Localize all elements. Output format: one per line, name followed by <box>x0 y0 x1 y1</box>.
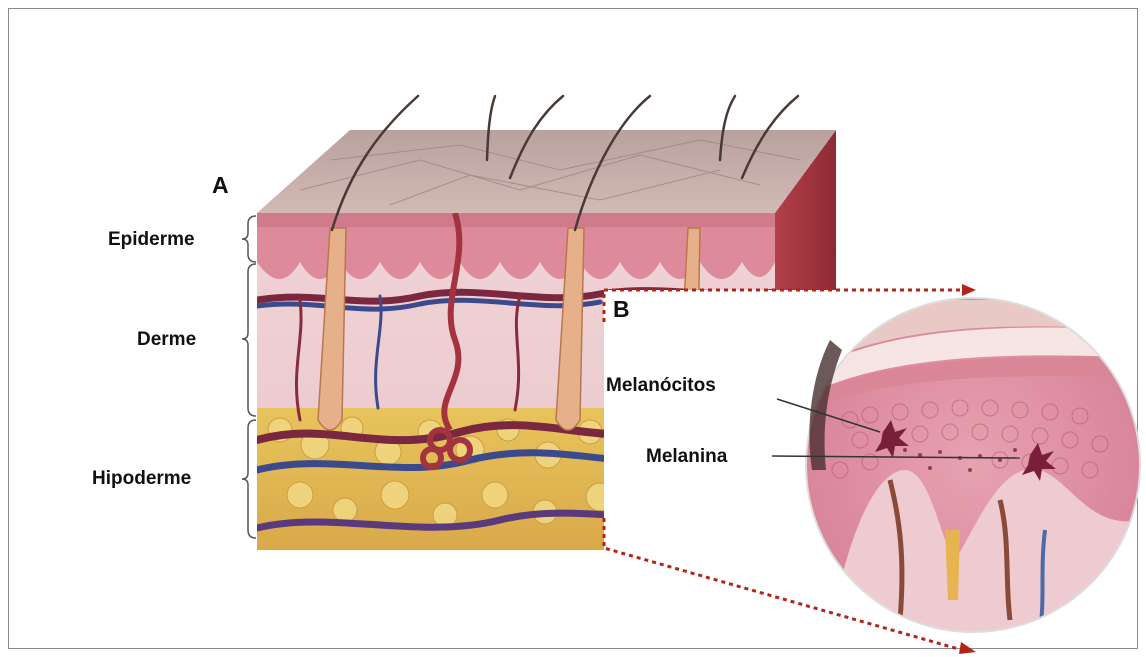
hypodermis-label: Hipoderme <box>92 468 191 490</box>
layer-brackets <box>242 216 256 538</box>
panel-a-label: A <box>212 172 229 199</box>
melanocytes-label: Melanócitos <box>606 375 716 397</box>
block-top-surface <box>257 130 836 213</box>
hypodermis-bracket <box>242 420 256 538</box>
dermis-bracket <box>242 264 256 416</box>
panel-b-label: B <box>613 296 630 323</box>
dermis-label: Derme <box>137 329 196 351</box>
melanin-label: Melanina <box>646 446 727 468</box>
epidermis-bracket <box>242 216 256 262</box>
epidermis-label: Epiderme <box>108 229 195 251</box>
